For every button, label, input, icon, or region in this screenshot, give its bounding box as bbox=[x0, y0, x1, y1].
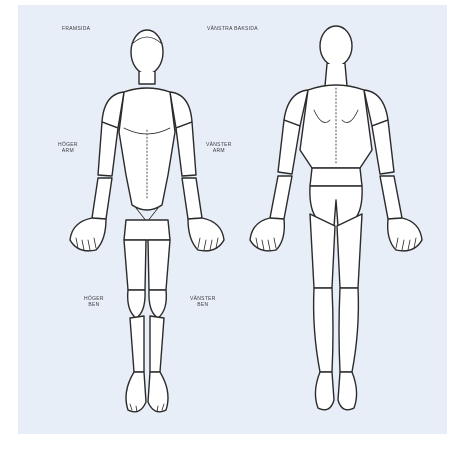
front-left-shin bbox=[150, 316, 164, 372]
front-right-knee bbox=[128, 290, 145, 318]
front-right-shin bbox=[130, 316, 144, 372]
back-right-foot bbox=[338, 372, 357, 410]
back-figure bbox=[250, 26, 422, 410]
front-right-hand bbox=[70, 218, 106, 251]
back-lower bbox=[310, 168, 362, 186]
front-left-thigh bbox=[148, 240, 170, 290]
back-left-thigh bbox=[310, 214, 335, 288]
back-neck bbox=[325, 64, 347, 86]
front-neck bbox=[139, 72, 155, 84]
back-right-hand bbox=[388, 218, 422, 251]
back-left-upper-arm bbox=[278, 120, 300, 174]
back-right-thigh bbox=[337, 214, 362, 288]
back-left-forearm bbox=[270, 176, 292, 219]
front-left-hand bbox=[188, 218, 224, 251]
front-hips bbox=[124, 220, 170, 240]
front-left-upper-arm bbox=[176, 122, 196, 176]
front-right-upper-arm bbox=[98, 122, 118, 176]
back-right-forearm bbox=[380, 176, 402, 219]
front-right-forearm bbox=[92, 178, 112, 219]
back-right-calf bbox=[339, 288, 358, 372]
front-left-forearm bbox=[182, 178, 202, 219]
back-left-foot bbox=[315, 372, 334, 410]
front-right-thigh bbox=[124, 240, 146, 290]
front-figure bbox=[70, 30, 224, 412]
back-left-calf bbox=[314, 288, 333, 372]
back-head bbox=[320, 26, 352, 66]
back-left-hand bbox=[250, 218, 284, 251]
back-right-upper-arm bbox=[372, 120, 394, 174]
front-left-knee bbox=[149, 290, 166, 318]
